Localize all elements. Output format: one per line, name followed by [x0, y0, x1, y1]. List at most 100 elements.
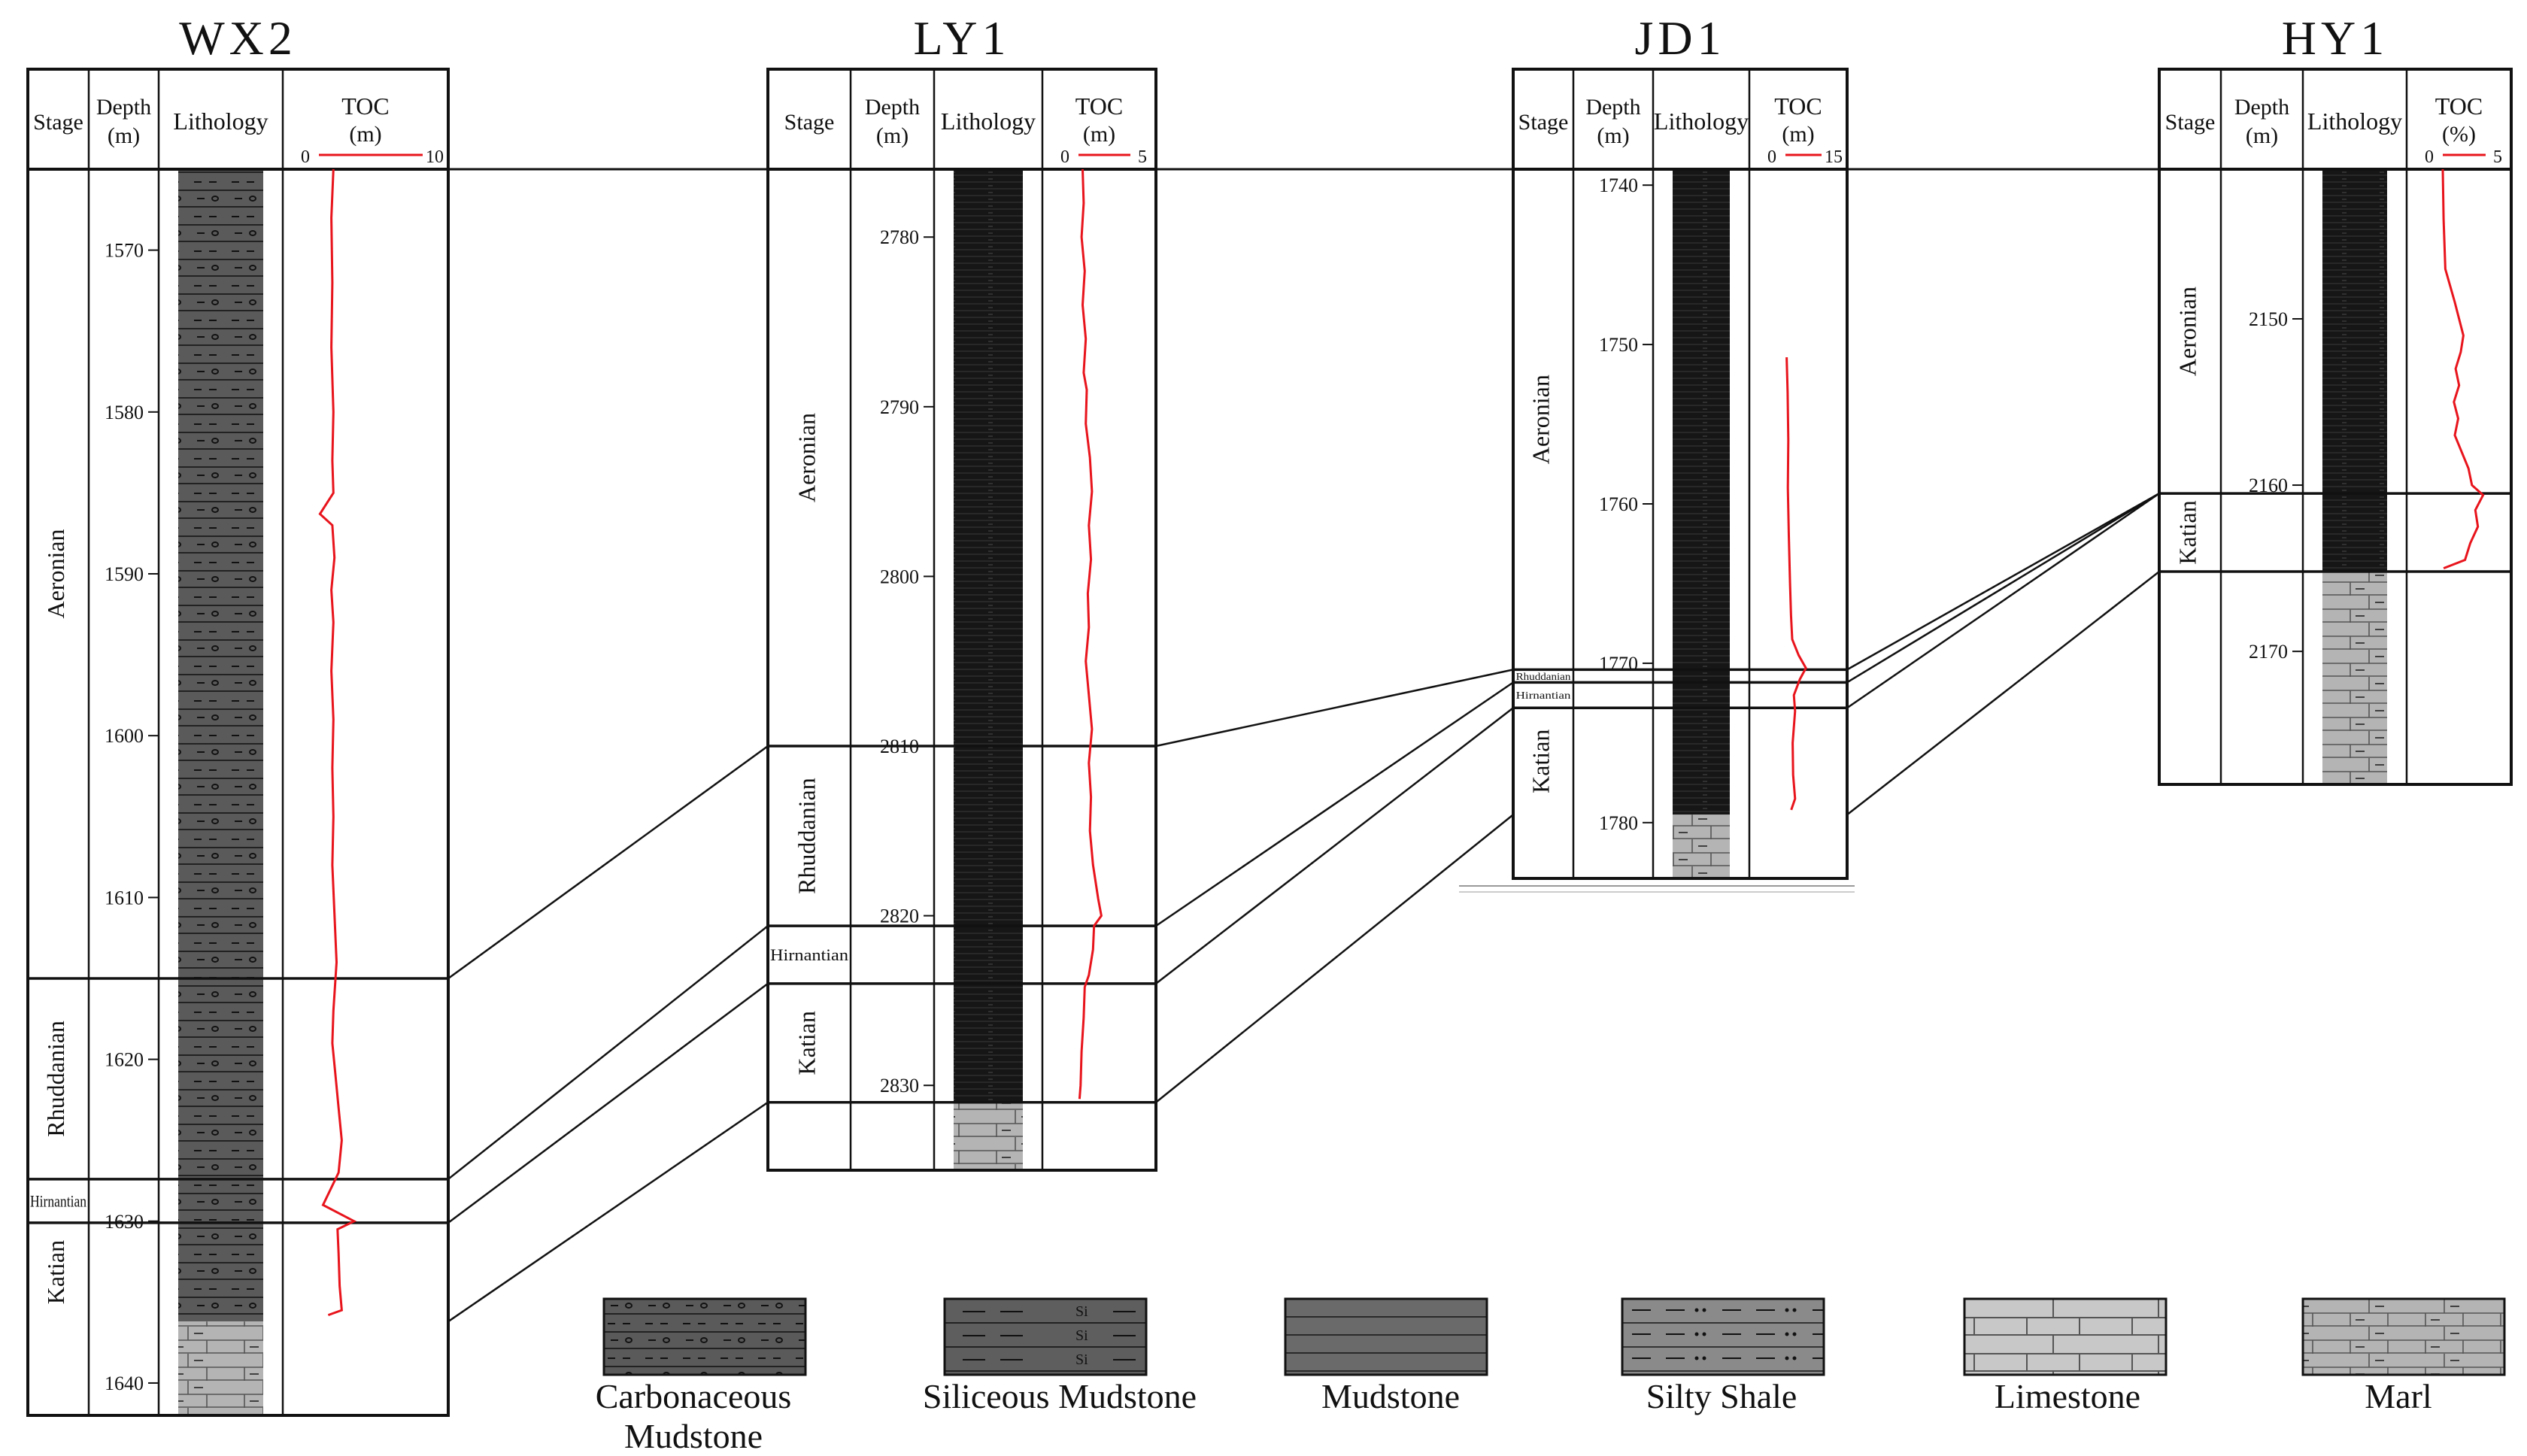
correlation-line [1846, 493, 2160, 671]
legend-swatch-limestone [1963, 1297, 2168, 1376]
toc-scale-min: 0 [301, 147, 310, 167]
correlation-lines [447, 168, 2160, 1323]
header-toc-unit: (m) [1083, 122, 1115, 147]
header-depth: Depth [96, 95, 151, 120]
stage-label: Katian [42, 1240, 69, 1304]
toc-scale-max: 15 [1825, 147, 1843, 167]
depth-label: 1770 [1599, 653, 1638, 675]
stage-label: Katian [1527, 730, 1554, 793]
well-title: WX2 [179, 11, 297, 65]
toc-scale-max: 5 [1138, 147, 1147, 167]
lithology-marl [2322, 572, 2387, 784]
header-lithology: Lithology [173, 108, 268, 135]
stage-label: Rhuddanian [1516, 672, 1571, 683]
stage-label: Katian [2174, 500, 2201, 564]
depth-label: 1570 [105, 240, 144, 262]
correlation-line [1846, 571, 2160, 816]
stage-label: Aeronian [793, 413, 820, 502]
header-depth-unit: (m) [1597, 123, 1629, 148]
stage-label: Rhuddanian [793, 778, 820, 894]
header-toc: TOC [1075, 93, 1123, 120]
header-depth-unit: (m) [2246, 123, 2278, 148]
toc-scale-min: 0 [2425, 147, 2434, 167]
header-toc: TOC [1774, 93, 1822, 120]
stage-label: Aeronian [1527, 375, 1554, 464]
depth-label: 1780 [1599, 812, 1638, 834]
correlation-line [1155, 669, 1514, 748]
header-toc: TOC [2435, 93, 2483, 120]
depth-label: 1760 [1599, 493, 1638, 515]
correlation-line [1846, 493, 2160, 684]
correlation-line [447, 1101, 769, 1323]
lithology-marl [954, 1102, 1023, 1170]
correlation-line [1846, 493, 2160, 709]
stage-label: Hirnantian [1516, 690, 1571, 702]
correlation-line [1155, 707, 1514, 984]
stage-label: Aeronian [42, 529, 69, 618]
header-toc-unit: (%) [2442, 122, 2476, 147]
lithology-black_shale [1673, 169, 1730, 815]
header-stage: Stage [33, 110, 83, 135]
header-depth: Depth [865, 95, 920, 120]
lithology-marl [178, 1321, 263, 1415]
legend-label-carbonaceous: Carbonaceous Mudstone [595, 1377, 792, 1455]
toc-scale-max: 10 [426, 147, 444, 167]
stage-label: Hirnantian [770, 945, 848, 964]
lithology-carbonaceous [178, 169, 263, 1322]
depth-label: 1590 [105, 563, 144, 585]
legend-label-limestone: Limestone [1994, 1377, 2141, 1415]
depth-label: 1620 [105, 1049, 144, 1071]
correlation-line [1155, 814, 1514, 1103]
well-title: HY1 [2282, 11, 2389, 65]
header-depth-unit: (m) [108, 123, 140, 148]
lithology-marl [1673, 814, 1730, 878]
depth-label: 2780 [880, 226, 919, 248]
legend-label-mudstone: Mudstone [1321, 1377, 1460, 1415]
toc-curve [318, 168, 357, 1317]
depth-label: 2170 [2249, 641, 2288, 663]
depth-label: 1750 [1599, 334, 1638, 356]
legend-label-marl: Marl [2365, 1377, 2432, 1415]
stage-label: Rhuddanian [42, 1021, 69, 1137]
legend-swatch-mudstone [1284, 1297, 1488, 1376]
legend-swatch-siliceous [943, 1297, 1148, 1376]
correlation-line [1155, 681, 1514, 927]
toc-scale-min: 0 [1767, 147, 1776, 167]
toc-scale-min: 0 [1060, 147, 1069, 167]
stage-label: Aeronian [2174, 287, 2201, 376]
correlation-line [447, 925, 769, 1180]
depth-label: 2150 [2249, 308, 2288, 330]
toc-scale-max: 5 [2493, 147, 2502, 167]
stage-label: Hirnantian [30, 1192, 86, 1211]
lithology-black_shale [2322, 169, 2387, 572]
header-stage: Stage [784, 110, 835, 135]
depth-label: 2800 [880, 566, 919, 587]
depth-label: 1740 [1599, 174, 1638, 196]
lithology-black_shale [954, 169, 1023, 1103]
header-lithology: Lithology [2307, 108, 2402, 135]
toc-curve [1785, 357, 1807, 811]
stage-label: Katian [793, 1011, 820, 1075]
header-toc-unit: (m) [1782, 122, 1814, 147]
header-depth: Depth [2234, 95, 2289, 120]
depth-label: 1640 [105, 1373, 144, 1394]
header-toc-unit: (m) [349, 122, 381, 147]
well-frame [1512, 68, 1849, 880]
depth-label: 1610 [105, 887, 144, 908]
header-depth: Depth [1585, 95, 1640, 120]
correlation-line [447, 745, 769, 979]
header-lithology: Lithology [1654, 108, 1749, 135]
well-frame [766, 68, 1157, 1172]
legend-swatch-silty_shale [1621, 1297, 1825, 1376]
header-lithology: Lithology [941, 108, 1036, 135]
well-frame [26, 68, 450, 1417]
depth-label: 2790 [880, 396, 919, 418]
well-title: JD1 [1634, 11, 1725, 65]
depth-label: 1600 [105, 725, 144, 747]
legend-swatch-carbonaceous [602, 1297, 807, 1376]
